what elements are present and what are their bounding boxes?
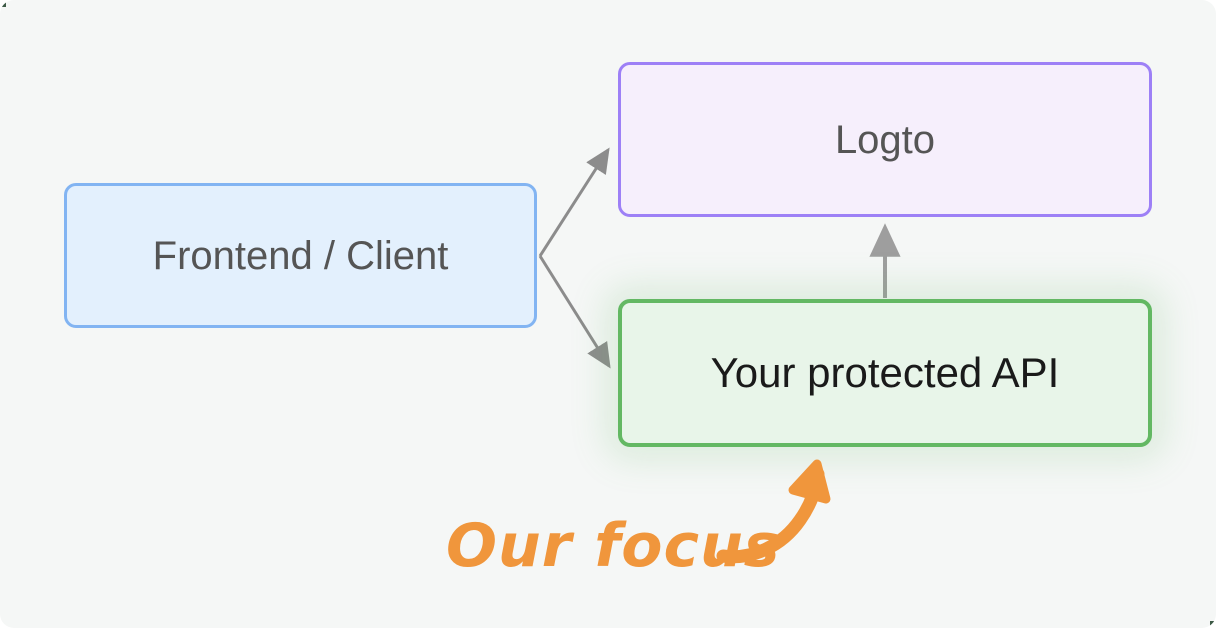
annotation-curved-arrow-icon [716, 459, 831, 564]
node-your-protected-api: Your protected API [618, 299, 1152, 447]
corner-mark-bottom-right [1210, 621, 1216, 628]
connector-frontend-to-api [538, 255, 611, 369]
node-your-protected-api-label: Your protected API [710, 348, 1060, 396]
node-frontend-client: Frontend / Client [64, 183, 537, 328]
node-logto-label: Logto [834, 117, 936, 162]
corner-mark-top-left [0, 0, 6, 7]
connector-frontend-to-logto [538, 147, 610, 257]
node-logto: Logto [618, 62, 1152, 217]
node-frontend-client-label: Frontend / Client [152, 233, 449, 278]
svg-text:Our focus: Our focus [446, 511, 781, 581]
annotation-our-focus-text: Our focus [446, 511, 781, 581]
